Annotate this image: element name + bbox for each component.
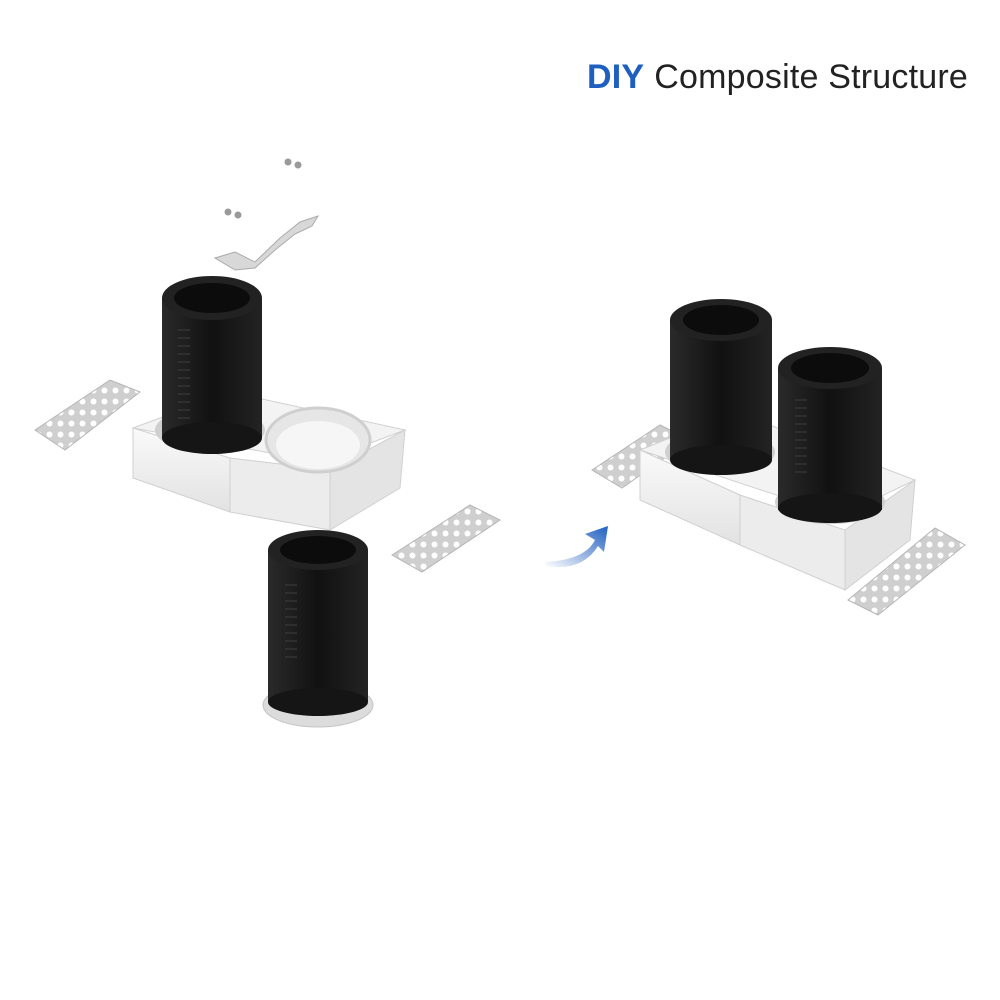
lamp-module-front (775, 347, 885, 524)
mounting-plate-left (34, 379, 141, 451)
title-accent: DIY (587, 58, 645, 96)
assembled-twin-downlight (591, 299, 966, 616)
screw-icon (224, 158, 302, 219)
housing-side (844, 478, 916, 592)
mounting-plate-right (847, 527, 966, 616)
lamp-module-rear (665, 299, 775, 475)
lamp-module-installed (155, 276, 265, 454)
title-rest: Composite Structure (654, 58, 968, 96)
lamp-module-loose (262, 530, 374, 728)
curved-arrow-icon (545, 526, 608, 568)
mounting-plate-right (391, 504, 501, 573)
bracket-plate (213, 215, 320, 271)
exploded-assembly (34, 158, 501, 728)
housing-side (329, 429, 406, 531)
